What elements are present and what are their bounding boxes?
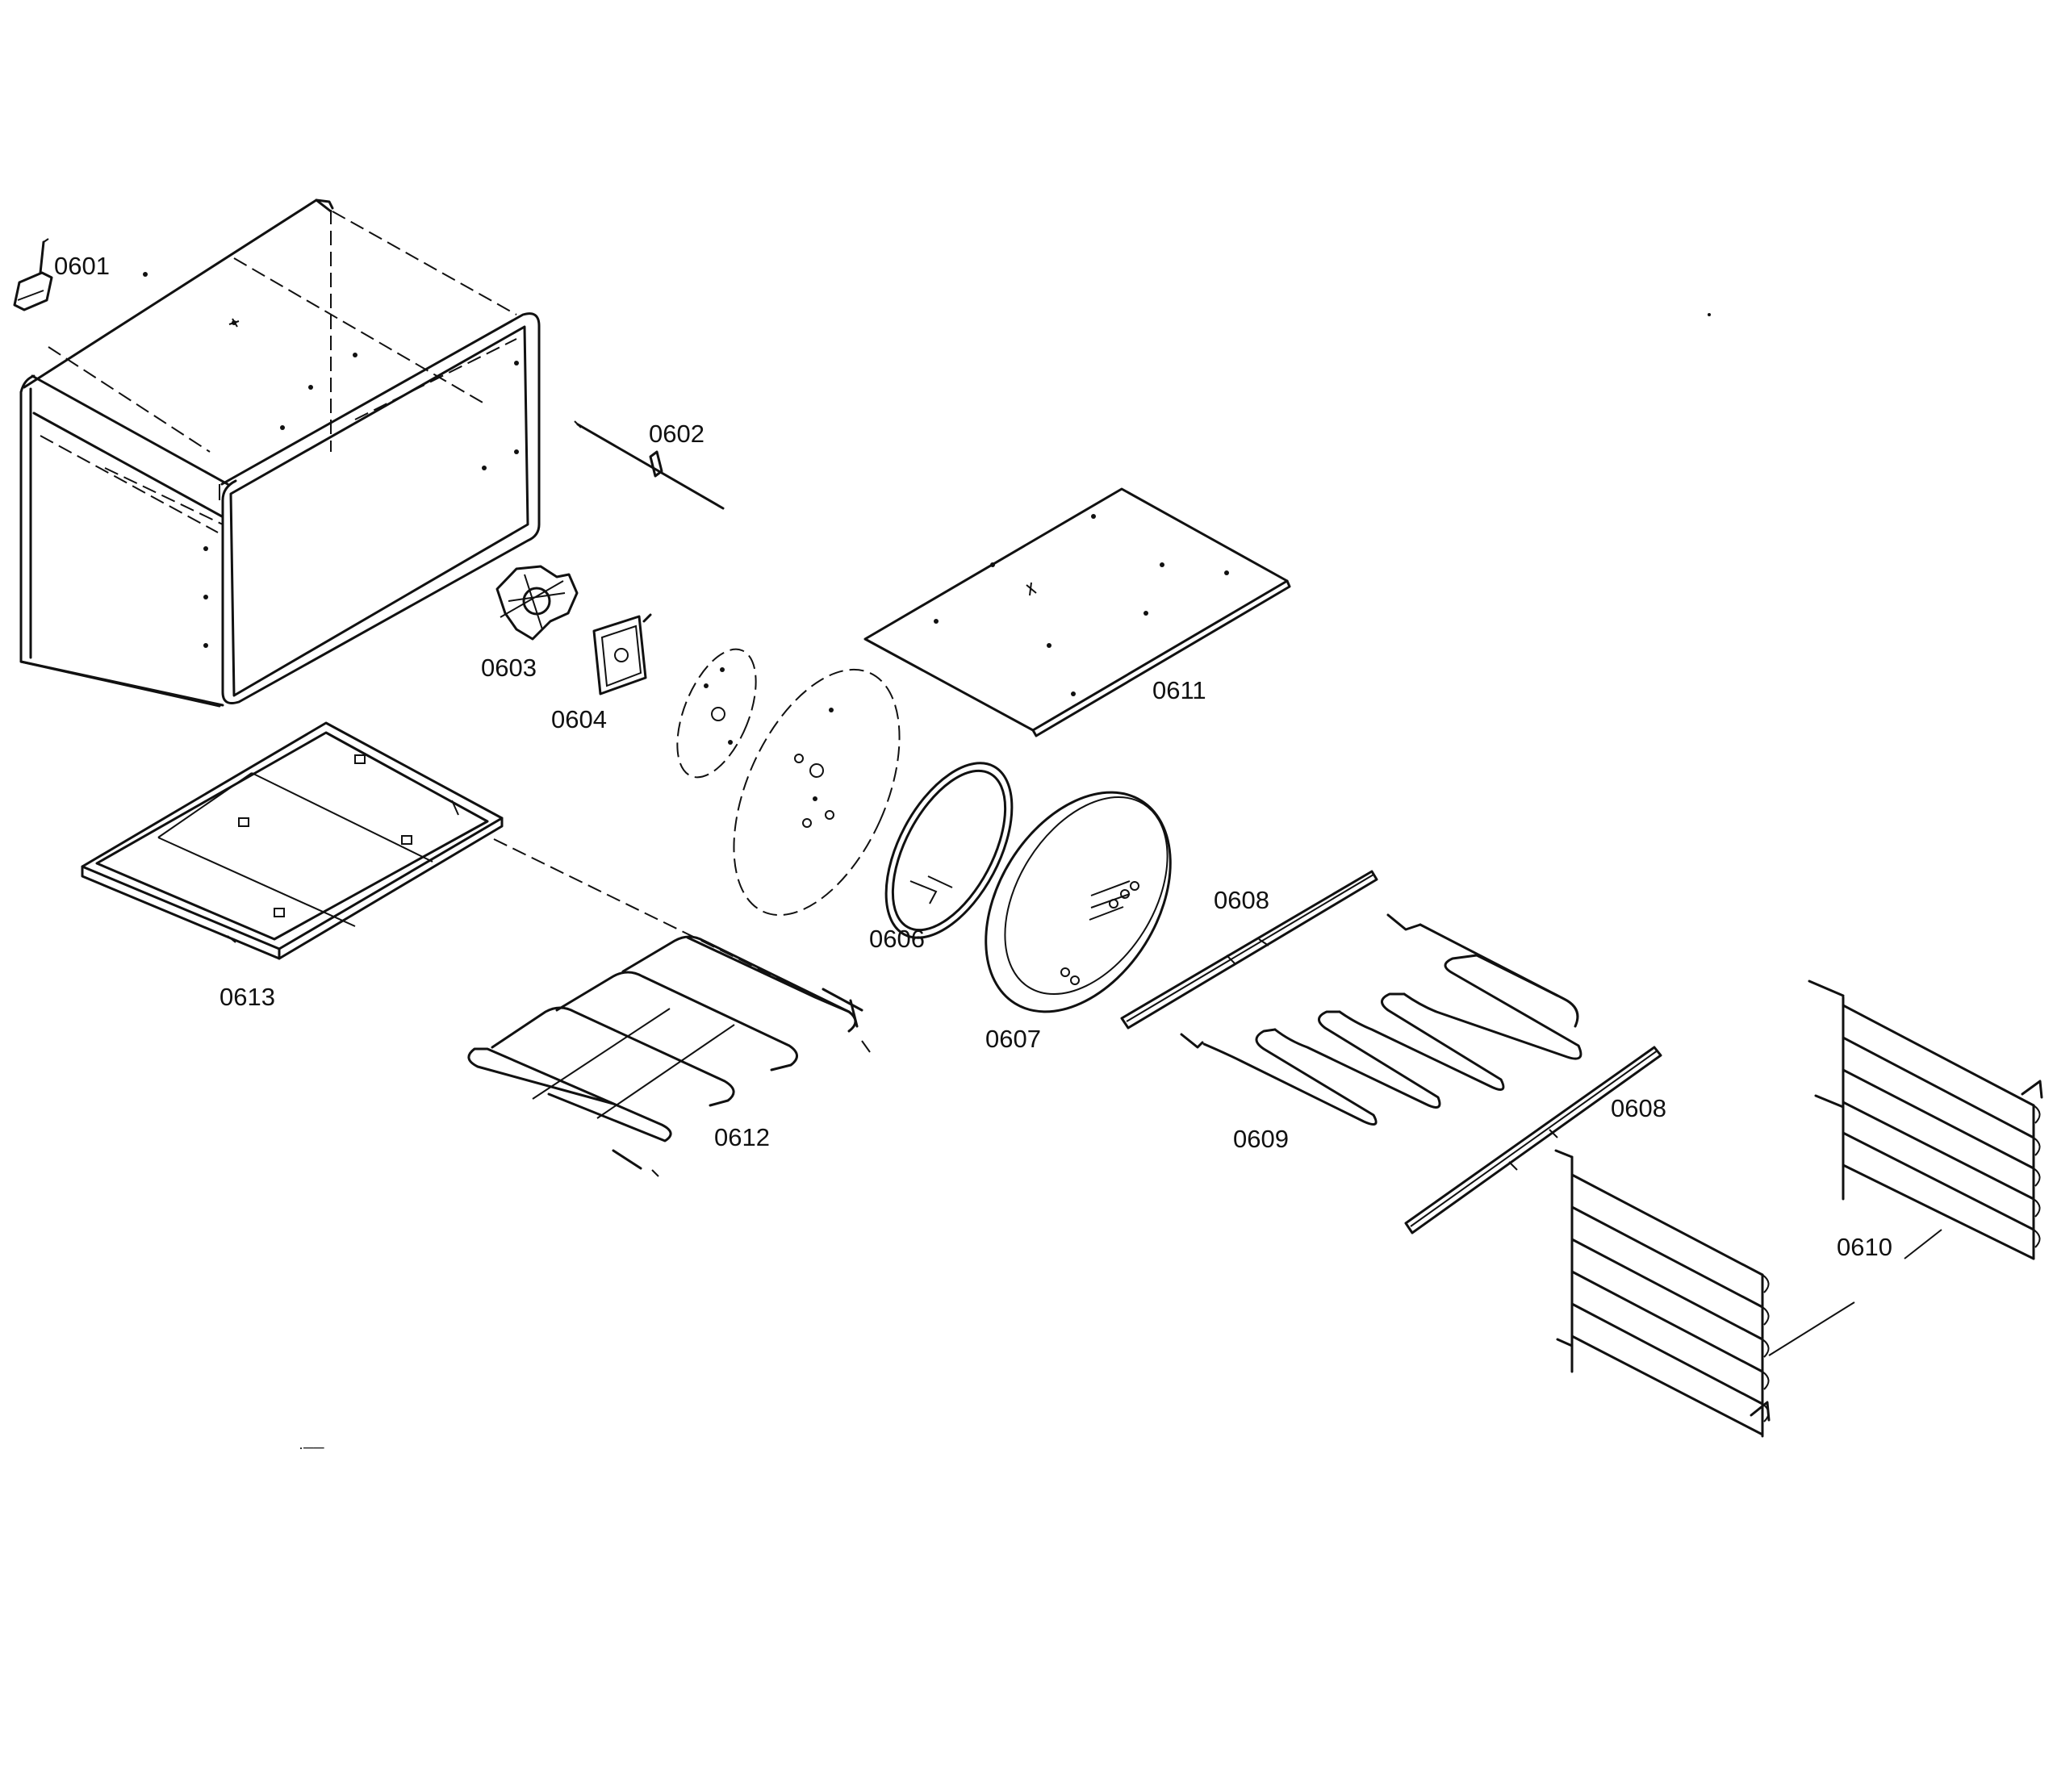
- oven-cavity-drawing: [19, 198, 541, 708]
- part-0608-lower-rail-drawing: [1404, 1046, 1662, 1234]
- label-0602: 0602: [649, 420, 704, 448]
- label-0613: 0613: [219, 983, 275, 1011]
- label-0611: 0611: [1152, 676, 1206, 704]
- label-0603: 0603: [481, 654, 537, 682]
- leader-0610-left: [1768, 1301, 1855, 1356]
- part-0610-right-rack-drawing: [1808, 980, 2043, 1260]
- part-0611-panel-drawing: [863, 487, 1291, 737]
- part-0610-left-rack-drawing: [1554, 1149, 1771, 1438]
- label-0606: 0606: [869, 925, 925, 953]
- part-0606-ring-element-drawing: [884, 762, 1014, 939]
- part-0612-heating-element-drawing: [467, 935, 871, 1177]
- part-0602-rod-drawing: [574, 420, 725, 510]
- part-0603-fan-drawing: [495, 565, 579, 641]
- rear-cover-plate-drawing: [733, 668, 901, 917]
- label-0607: 0607: [985, 1025, 1041, 1053]
- footer-mark: ·──: [299, 1439, 324, 1456]
- leader-0610-right: [1904, 1229, 1942, 1259]
- part-0613-tray-frame-drawing: [81, 721, 808, 993]
- label-0608-lower: 0608: [1611, 1094, 1666, 1122]
- part-0607-fan-cover-drawing: [985, 791, 1172, 1013]
- label-0610: 0610: [1837, 1233, 1892, 1261]
- label-0609: 0609: [1233, 1125, 1289, 1153]
- stray-mark: [1708, 313, 1711, 316]
- label-0612: 0612: [714, 1123, 770, 1151]
- label-0604: 0604: [551, 705, 607, 733]
- part-0608-upper-rail-drawing: [1120, 870, 1378, 1030]
- part-0609-heating-element-drawing: [1180, 913, 1582, 1126]
- label-0601: 0601: [54, 252, 110, 280]
- label-0608-upper: 0608: [1214, 886, 1269, 914]
- part-0604-bracket-drawing: [592, 613, 652, 695]
- part-0601-clip-drawing: [13, 238, 53, 311]
- fan-baffle-small-drawing: [676, 648, 757, 779]
